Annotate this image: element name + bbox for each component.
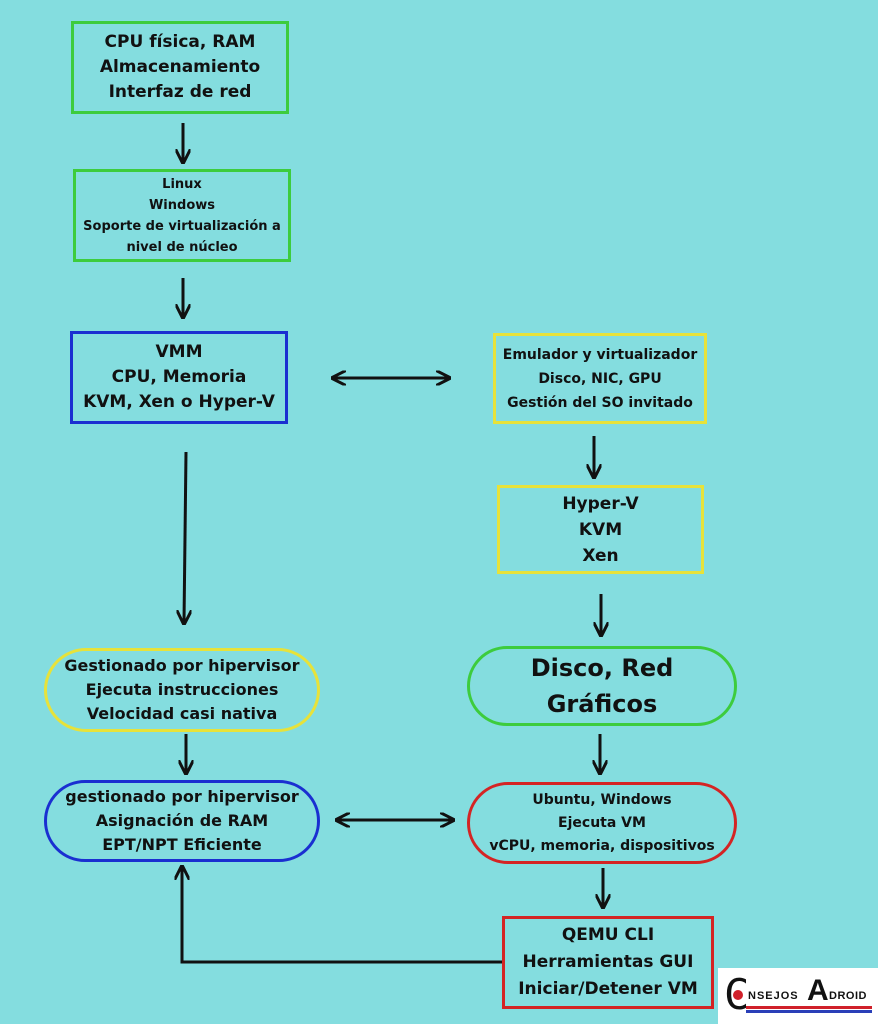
node-emulator-line: Gestión del SO invitado bbox=[507, 394, 693, 411]
node-cpu-managed: Gestionado por hipervisor Ejecuta instru… bbox=[44, 648, 320, 732]
node-tools-line: QEMU CLI bbox=[561, 925, 655, 945]
node-cpu-managed-line: Ejecuta instrucciones bbox=[85, 680, 279, 699]
node-devices-line: Gráficos bbox=[546, 690, 658, 718]
node-hypervisors: Hyper-V KVM Xen bbox=[497, 485, 704, 574]
node-vmm-line: KVM, Xen o Hyper-V bbox=[83, 392, 275, 412]
logo-dot-icon bbox=[733, 990, 743, 1000]
node-vmm-line: VMM bbox=[155, 342, 203, 362]
node-vmm: VMM CPU, Memoria KVM, Xen o Hyper-V bbox=[70, 331, 288, 424]
logo-letter-a: A bbox=[807, 974, 829, 1007]
node-host-os-line: nivel de núcleo bbox=[126, 239, 238, 255]
logo-word-2: DROID bbox=[829, 990, 867, 1002]
node-tools-line: Iniciar/Detener VM bbox=[518, 979, 698, 999]
edge-tools-memory bbox=[182, 868, 502, 964]
node-guest-os-line: Ubuntu, Windows bbox=[532, 791, 672, 808]
node-cpu-managed-line: Gestionado por hipervisor bbox=[64, 656, 300, 675]
node-hypervisors-line: KVM bbox=[578, 519, 623, 540]
node-tools-line: Herramientas GUI bbox=[522, 952, 694, 972]
node-memory-managed: gestionado por hipervisor Asignación de … bbox=[44, 780, 320, 862]
node-memory-managed-line: gestionado por hipervisor bbox=[65, 787, 299, 806]
node-hardware: CPU física, RAM Almacenamiento Interfaz … bbox=[71, 21, 289, 114]
node-host-os: Linux Windows Soporte de virtualización … bbox=[73, 169, 291, 262]
node-hardware-line: CPU física, RAM bbox=[104, 32, 256, 52]
node-cpu-managed-line: Velocidad casi nativa bbox=[86, 704, 278, 723]
node-hypervisors-line: Hyper-V bbox=[562, 493, 639, 514]
node-guest-os-line: Ejecuta VM bbox=[558, 814, 646, 831]
node-emulator-line: Disco, NIC, GPU bbox=[538, 370, 662, 387]
node-guest-os-line: vCPU, memoria, dispositivos bbox=[489, 837, 715, 854]
node-devices: Disco, Red Gráficos bbox=[467, 646, 737, 726]
node-emulator: Emulador y virtualizador Disco, NIC, GPU… bbox=[493, 333, 707, 424]
node-emulator-line: Emulador y virtualizador bbox=[502, 346, 698, 363]
node-hardware-line: Interfaz de red bbox=[108, 82, 252, 102]
node-devices-line: Disco, Red bbox=[530, 654, 674, 682]
logo-underline-blue bbox=[746, 1010, 872, 1013]
node-hypervisors-line: Xen bbox=[582, 545, 619, 566]
edge-vmm-cpu bbox=[184, 451, 186, 622]
node-guest-os: Ubuntu, Windows Ejecuta VM vCPU, memoria… bbox=[467, 782, 737, 864]
node-vmm-line: CPU, Memoria bbox=[111, 367, 247, 387]
node-host-os-line: Linux bbox=[162, 176, 202, 192]
node-hardware-line: Almacenamiento bbox=[99, 57, 261, 77]
node-tools: QEMU CLI Herramientas GUI Iniciar/Detene… bbox=[502, 916, 714, 1009]
logo-word-1: NSEJOS bbox=[748, 990, 799, 1002]
brand-logo: C NSEJOS A DROID bbox=[718, 968, 878, 1024]
node-host-os-line: Windows bbox=[148, 197, 216, 213]
node-host-os-line: Soporte de virtualización a bbox=[83, 218, 281, 234]
logo-underline-red bbox=[746, 1006, 872, 1009]
node-memory-managed-line: EPT/NPT Eficiente bbox=[102, 835, 262, 854]
node-memory-managed-line: Asignación de RAM bbox=[95, 811, 269, 830]
